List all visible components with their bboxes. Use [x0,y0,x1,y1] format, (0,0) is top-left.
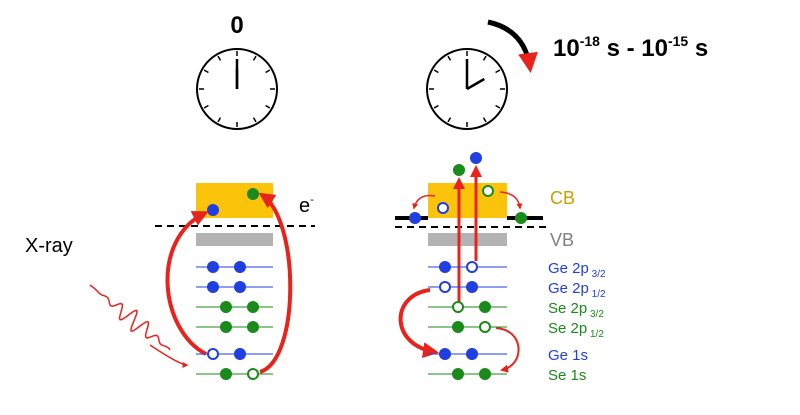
clock-tick [203,69,209,74]
trapped-electron-blue [409,212,421,224]
level-label: Ge 2p 3/2 [548,260,606,280]
electron [220,368,232,380]
hole-cb-green [482,185,494,197]
electron [466,348,478,360]
electron [247,321,259,333]
clock-tick [265,104,271,109]
electron [439,348,451,360]
excited-electron-green [247,188,259,200]
time-range-label: 10-18 s - 10-15 s [553,33,708,62]
excitation-arrow-ge1s [165,211,209,356]
level-label: Se 2p 1/2 [548,320,604,340]
valence-band-right [428,233,507,246]
clock-tick [203,104,209,109]
time-zero-label: 0 [230,12,243,39]
time-progress-arrow [487,19,538,73]
relax-arrow-right [499,191,523,210]
conduction-band-left [196,183,273,218]
electron [220,321,232,333]
electron [234,348,246,360]
clock-tick [252,117,257,123]
relax-arrow-left [412,194,436,210]
clock-tick [495,104,501,109]
level-label: Se 1s [548,367,586,384]
electron [452,321,464,333]
xray-arrow [149,344,189,368]
clock-tick [433,104,439,109]
electron [479,301,491,313]
core-hole [247,368,259,380]
core-hole [466,261,478,273]
electron-label: e- [299,194,314,217]
valence-band-left [196,233,273,246]
vb-label: VB [550,230,574,250]
clock-tick [265,69,271,74]
core-levels-left [196,261,273,380]
hole-cb-blue [437,202,449,214]
electron [234,261,246,273]
trapped-electron-green [515,212,527,224]
clock-tick [447,117,452,123]
electron [247,301,259,313]
electron [452,368,464,380]
electron [220,301,232,313]
excitation-arrow-se1s [258,192,293,374]
level-label: Ge 1s [548,347,588,364]
ejected-electron-green [453,164,465,176]
excited-electron-blue [207,204,219,216]
clock-tick [447,55,452,61]
clock-tick [482,55,487,61]
clock-icon-later [426,48,508,130]
clock-tick [217,117,222,123]
electron [234,281,246,293]
electron [207,261,219,273]
xray-wave-icon [89,284,171,351]
core-level-labels: Ge 2p 3/2Ge 2p 1/2Se 2p 3/2Se 2p 1/2 Ge 1… [548,260,606,384]
clock-tick [482,117,487,123]
clock-icon-start [196,48,278,130]
electron [439,261,451,273]
core-levels-right [428,261,507,380]
ejected-electron-blue [470,152,482,164]
clock-tick [252,55,257,61]
decay-arrow-se [495,327,520,373]
level-label: Ge 2p 1/2 [548,280,606,300]
core-hole [439,281,451,293]
level-label: Se 2p 3/2 [548,300,604,320]
decay-arrow-ge [398,288,439,359]
core-hole [479,321,491,333]
clock-tick [217,55,222,61]
electron [466,281,478,293]
core-hole [452,301,464,313]
xray-label: X-ray [25,235,73,257]
electron [479,368,491,380]
clock-tick [495,69,501,74]
clock-tick [433,69,439,74]
core-hole [207,348,219,360]
electron [207,281,219,293]
clock-hour-hand [466,77,485,91]
cb-label: CB [550,188,575,208]
